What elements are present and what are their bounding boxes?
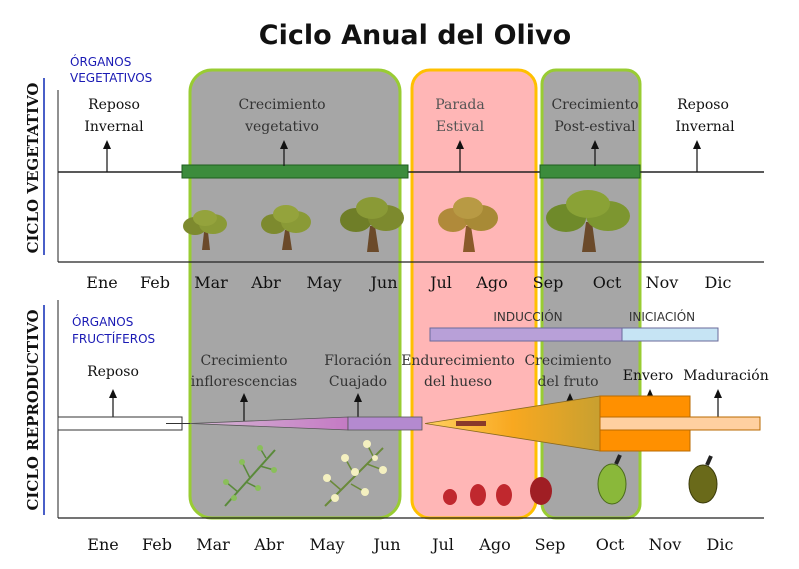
month-label: Mar (196, 535, 230, 554)
reproductive-timeline (57, 395, 761, 452)
iniciacion-bar (621, 327, 719, 342)
month-label: Abr (253, 535, 284, 554)
svg-text:Crecimiento: Crecimiento (551, 97, 638, 113)
month-label: Ene (86, 273, 117, 292)
veg-phase-reposo-2: Reposo Invernal (675, 97, 735, 172)
svg-text:Crecimiento: Crecimiento (200, 353, 287, 369)
induccion-bar (429, 327, 623, 342)
svg-text:Invernal: Invernal (84, 119, 144, 135)
tree-icon (261, 205, 311, 250)
tree-icon (438, 197, 498, 252)
veg-phase-reposo-1: Reposo Invernal (84, 97, 144, 172)
month-label: Sep (533, 273, 564, 292)
month-label: Ene (87, 535, 118, 554)
month-label: Mar (194, 273, 228, 292)
svg-text:Reposo: Reposo (677, 97, 729, 113)
veg-phase-parada: Parada Estival (435, 97, 485, 172)
month-label: Sep (535, 535, 566, 554)
months-bottom: Ene Feb Mar Abr May Jun Jul Ago Sep Oct … (87, 535, 733, 554)
svg-text:Invernal: Invernal (675, 119, 735, 135)
month-label: Jul (428, 273, 452, 292)
svg-text:Floración: Floración (324, 353, 391, 369)
vegetative-side-label: CICLO VEGETATIVO (24, 83, 42, 254)
highlight-spring (188, 68, 402, 520)
vegetative-organs-label-1: ÓRGANOS (70, 54, 131, 69)
tree-icon (340, 197, 404, 252)
month-label: Nov (646, 273, 679, 292)
fruit-icon (470, 484, 486, 506)
svg-text:Reposo: Reposo (87, 364, 139, 380)
month-label: Feb (140, 273, 170, 292)
svg-text:inflorescencias: inflorescencias (191, 374, 297, 390)
olive-green-icon (597, 454, 627, 505)
reproductive-organs-label-1: ÓRGANOS (72, 314, 133, 329)
svg-text:Parada: Parada (435, 97, 485, 113)
month-label: May (310, 535, 345, 554)
veg-phase-postestival: Crecimiento Post-estival (551, 97, 639, 166)
month-label: Oct (596, 535, 625, 554)
fruit-icon (530, 477, 552, 505)
svg-text:del hueso: del hueso (424, 374, 492, 390)
month-label: Jun (371, 535, 400, 554)
rep-phase-reposo: Reposo (87, 364, 139, 422)
tree-icon (183, 210, 227, 250)
svg-text:Maduración: Maduración (683, 368, 768, 384)
reproductive-organs-label-2: FRUCTÍFEROS (72, 331, 155, 346)
month-label: Jul (430, 535, 454, 554)
month-label: Feb (142, 535, 172, 554)
svg-text:Post-estival: Post-estival (554, 119, 636, 135)
rep-phase-maduracion: Maduración (683, 368, 769, 418)
svg-text:Cuajado: Cuajado (329, 374, 387, 390)
rep-phase-endurecimiento: Endurecimiento del hueso (401, 353, 515, 390)
vegetative-growth-bar (181, 164, 409, 179)
postestival-growth-bar (539, 164, 641, 179)
flower-icon (323, 440, 387, 507)
highlight-summer (410, 68, 538, 520)
rep-phase-crecimiento-fruto: Crecimiento del fruto (524, 353, 612, 412)
svg-text:Endurecimiento: Endurecimiento (401, 353, 515, 369)
veg-phase-crecimiento: Crecimiento vegetativo (238, 97, 326, 166)
svg-text:vegetativo: vegetativo (244, 119, 319, 135)
svg-text:Estival: Estival (436, 119, 485, 135)
tree-icon (546, 190, 630, 252)
fruit-icon (443, 489, 457, 505)
svg-text:Reposo: Reposo (88, 97, 140, 113)
svg-text:Crecimiento: Crecimiento (238, 97, 325, 113)
induccion-label: INDUCCIÓN (493, 309, 562, 324)
month-label: Ago (478, 535, 510, 554)
rep-phase-floracion: Floración Cuajado (324, 353, 392, 424)
rep-phase-inflorescencias: Crecimiento inflorescencias (191, 353, 297, 424)
month-label: Abr (250, 273, 281, 292)
month-label: Ago (475, 273, 507, 292)
month-label: Dic (705, 273, 732, 292)
page-title: Ciclo Anual del Olivo (259, 20, 571, 51)
svg-text:Crecimiento: Crecimiento (524, 353, 611, 369)
month-label: Nov (649, 535, 682, 554)
olive-ripe-icon (688, 455, 718, 504)
month-label: Dic (707, 535, 734, 554)
induccion-iniciacion: INDUCCIÓN INICIACIÓN (429, 309, 719, 342)
iniciacion-label: INICIACIÓN (629, 309, 695, 324)
months-top: Ene Feb Mar Abr May Jun Jul Ago Sep Oct … (86, 273, 731, 292)
reproductive-side-label: CICLO REPRODUCTIVO (24, 309, 42, 510)
svg-text:del fruto: del fruto (537, 374, 598, 390)
inflorescence-icon (223, 445, 277, 507)
svg-text:Envero: Envero (623, 368, 674, 384)
fruit-icon (496, 484, 512, 506)
month-label: Oct (593, 273, 622, 292)
vegetative-organs-label-2: VEGETATIVOS (70, 71, 152, 85)
month-label: May (307, 273, 342, 292)
month-label: Jun (368, 273, 397, 292)
